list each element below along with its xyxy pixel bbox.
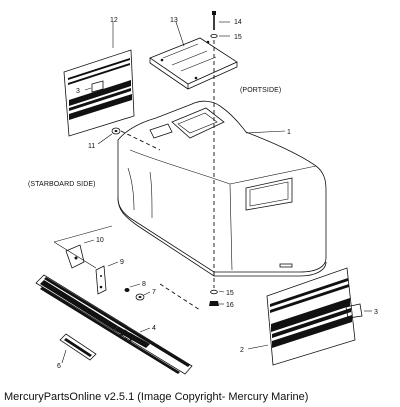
callout-16: 16 — [226, 302, 234, 309]
nut-16 — [209, 301, 219, 306]
decal-sheet-12 — [63, 49, 135, 137]
decal-sheet-2 — [247, 267, 356, 366]
callout-4: 4 — [152, 325, 156, 332]
callout-12: 12 — [110, 17, 118, 24]
callout-3-left: 3 — [76, 88, 80, 95]
callout-11: 11 — [88, 143, 95, 150]
callout-10: 10 — [96, 237, 104, 244]
bolt-11 — [97, 127, 121, 145]
bracket-10 — [53, 225, 113, 269]
callout-15-bottom: 15 — [226, 290, 234, 297]
callout-15-top: 15 — [234, 34, 242, 41]
callout-6: 6 — [57, 363, 61, 370]
callout-14: 14 — [234, 19, 242, 26]
callout-1: 1 — [287, 129, 291, 136]
latch-9 — [95, 261, 119, 295]
screw-14 — [212, 11, 216, 30]
callout-9: 9 — [120, 259, 124, 266]
callout-13: 13 — [170, 17, 178, 24]
callout-3-right: 3 — [374, 309, 378, 316]
callout-8: 8 — [142, 281, 146, 288]
cover-plate-13 — [149, 37, 238, 90]
fastener-7 — [135, 291, 151, 301]
leader-lines — [84, 21, 230, 305]
decal-model-number: 25 — [116, 325, 138, 346]
badge-6 — [59, 333, 97, 364]
fastener-8 — [124, 283, 141, 292]
callout-2: 2 — [240, 347, 244, 354]
engine-cowl-1 — [117, 100, 327, 277]
alignment-lines — [120, 40, 215, 311]
small-decal-3-right — [345, 303, 372, 319]
starboard-side-label: (STARBOARD SIDE) — [28, 181, 96, 188]
side-decal-4: 25 — [35, 274, 193, 375]
portside-label: (PORTSIDE) — [240, 87, 281, 94]
washer-15-top — [210, 34, 218, 39]
washer-15-bottom — [210, 289, 218, 295]
image-caption: MercuryPartsOnline v2.5.1 (Image Copyrig… — [4, 391, 309, 403]
callout-7: 7 — [152, 289, 156, 296]
